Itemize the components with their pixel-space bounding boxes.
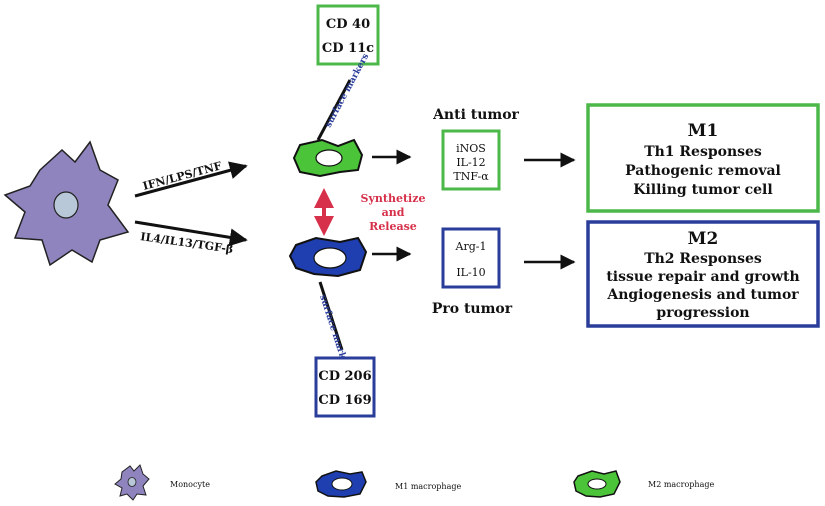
lower-marker-1: CD 206 bbox=[318, 369, 371, 384]
pro-tumor-factor-2: IL-10 bbox=[456, 266, 485, 279]
pro-tumor-label: Pro tumor bbox=[432, 301, 513, 317]
monocyte-cell bbox=[3, 140, 130, 267]
legend-m2-label: M2 macrophage bbox=[648, 480, 714, 489]
anti-tumor-factor-3: TNF-α bbox=[453, 170, 489, 183]
pro-tumor-factor-1: Arg-1 bbox=[455, 240, 487, 253]
anti-tumor-factor-1: iNOS bbox=[456, 142, 486, 155]
anti-tumor-label: Anti tumor bbox=[432, 107, 519, 123]
outcome-box-top bbox=[586, 103, 820, 213]
lower-surface-bar bbox=[318, 281, 344, 351]
outcome-top-title: M1 bbox=[688, 121, 719, 141]
legend-monocyte-label: Monocyte bbox=[170, 480, 210, 489]
interconversion-line-2: and bbox=[382, 206, 405, 219]
legend-monocyte-icon bbox=[114, 464, 150, 501]
monocyte-nucleus bbox=[53, 191, 79, 219]
outcome-top-line-3: Killing tumor cell bbox=[633, 182, 772, 198]
upper-marker-1: CD 40 bbox=[326, 17, 370, 32]
legend-m1-label: M1 macrophage bbox=[395, 482, 461, 491]
outcome-bottom-line-2: tissue repair and growth bbox=[606, 269, 799, 285]
upper-pathway-arrow bbox=[134, 161, 248, 198]
outcome-bottom-line-4: progression bbox=[656, 305, 749, 321]
legend-m1-icon bbox=[315, 470, 367, 498]
upper-marker-2: CD 11c bbox=[322, 41, 374, 56]
outcome-bottom-line-1: Th2 Responses bbox=[644, 251, 762, 267]
lower-surface-marker-box bbox=[314, 356, 376, 418]
lower-pathway-label: IL4/IL13/TGF-β bbox=[140, 230, 234, 256]
outcome-top-line-2: Pathogenic removal bbox=[625, 163, 781, 179]
upper-surface-bar bbox=[316, 79, 352, 141]
outcome-bottom-line-3: Angiogenesis and tumor bbox=[606, 287, 799, 303]
outcome-top-line-1: Th1 Responses bbox=[644, 144, 762, 160]
green-macrophage-cell bbox=[292, 138, 364, 178]
outcome-bottom-title: M2 bbox=[688, 229, 719, 249]
legend: Monocyte M1 macrophage M2 macrophage bbox=[114, 464, 714, 501]
legend-m2-icon bbox=[573, 470, 621, 498]
blue-macrophage-cell bbox=[288, 236, 368, 278]
anti-tumor-factor-2: IL-12 bbox=[456, 156, 485, 169]
lower-marker-2: CD 169 bbox=[318, 393, 371, 408]
outcome-box-bottom bbox=[586, 220, 820, 328]
interconversion-line-1: Synthetize bbox=[361, 192, 426, 205]
lower-pathway-arrow bbox=[134, 220, 248, 247]
upper-surface-marker-box bbox=[316, 4, 380, 66]
pro-tumor-factor-box bbox=[441, 227, 501, 289]
anti-tumor-factor-box bbox=[441, 129, 501, 191]
interconversion-line-3: Release bbox=[369, 220, 417, 233]
